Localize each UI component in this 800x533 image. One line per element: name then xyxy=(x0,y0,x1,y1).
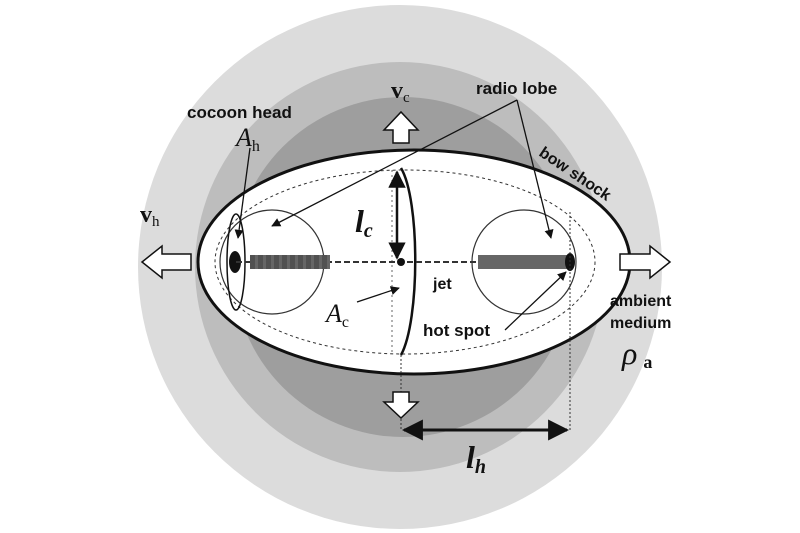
hot-spot-leader xyxy=(504,271,567,331)
ac-leader xyxy=(356,286,400,303)
medium-label: medium xyxy=(610,315,671,332)
hot-spot-label: hot spot xyxy=(423,321,490,340)
jet-right xyxy=(478,255,570,269)
radio-lobe-label: radio lobe xyxy=(476,79,557,98)
v-arrow-right xyxy=(619,244,672,280)
hot-spot-left xyxy=(229,251,241,273)
vh-arrow-left xyxy=(140,244,192,280)
ah-symbol: Ah xyxy=(234,123,260,155)
cocoon-head-label: cocoon head xyxy=(187,103,292,122)
vc-arrow-down xyxy=(382,391,420,420)
radio-lobe-leader-right xyxy=(516,99,554,239)
radio-lobe-leader-left xyxy=(271,99,518,227)
cocoon-boundary xyxy=(214,169,596,355)
jet-label: jet xyxy=(432,276,452,293)
central-cross-section xyxy=(399,167,417,356)
jet-source xyxy=(397,258,405,266)
cocoon-head-leader xyxy=(234,147,251,239)
vc-symbol: vc xyxy=(391,78,410,106)
lh-symbol: lh xyxy=(466,439,486,478)
vh-symbol: vh xyxy=(140,202,160,230)
ac-symbol: Ac xyxy=(324,299,349,331)
vc-arrow-up xyxy=(382,110,420,144)
ambient-label: ambient xyxy=(610,293,672,310)
lc-symbol: lc xyxy=(355,203,373,242)
